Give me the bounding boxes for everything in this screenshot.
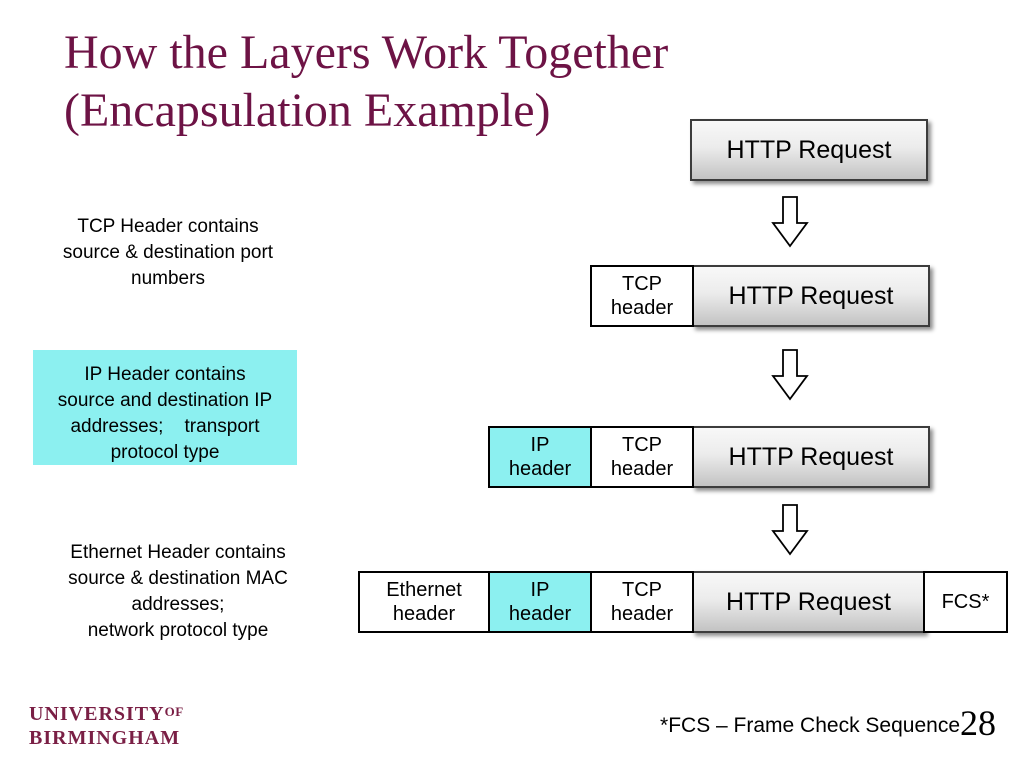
ip-header-box: IP header <box>488 426 592 488</box>
logo-of-text: OF <box>164 704 184 719</box>
logo-birmingham-text: BIRMINGHAM <box>29 727 181 749</box>
tcp-header-box: TCP header <box>590 426 694 488</box>
encapsulation-row-4: Ethernet header IP header TCP header HTT… <box>358 571 1008 633</box>
http-request-box: HTTP Request <box>692 265 930 327</box>
note-ip-header: IP Header contains source and destinatio… <box>33 350 297 465</box>
http-request-box: HTTP Request <box>690 119 928 181</box>
page-title: How the Layers Work Together(Encapsulati… <box>64 24 668 140</box>
encapsulation-row-2: TCP header HTTP Request <box>590 265 930 327</box>
title-line1: How the Layers Work Together <box>64 26 669 79</box>
note-tcp-header: TCP Header contains source & destination… <box>62 216 274 289</box>
fcs-footnote: *FCS – Frame Check Sequence <box>660 714 960 737</box>
ip-header-box: IP header <box>488 571 592 633</box>
fcs-box: FCS* <box>923 571 1008 633</box>
note-ethernet-header: Ethernet Header contains source & destin… <box>68 542 288 641</box>
down-arrow-icon <box>771 196 809 248</box>
tcp-header-box: TCP header <box>590 265 694 327</box>
http-request-box: HTTP Request <box>692 426 930 488</box>
down-arrow-icon <box>771 504 809 556</box>
logo-university-text: UNIVERSITY <box>29 703 165 725</box>
encapsulation-row-1: HTTP Request <box>690 119 928 181</box>
tcp-header-box: TCP header <box>590 571 694 633</box>
down-arrow-icon <box>771 349 809 401</box>
http-request-box: HTTP Request <box>692 571 925 633</box>
university-of-birmingham-logo: UNIVERSITYOF BIRMINGHAM <box>29 703 184 749</box>
encapsulation-row-3: IP header TCP header HTTP Request <box>488 426 930 488</box>
page-number: 28 <box>960 703 996 743</box>
ethernet-header-box: Ethernet header <box>358 571 490 633</box>
title-line2: (Encapsulation Example) <box>64 84 551 137</box>
